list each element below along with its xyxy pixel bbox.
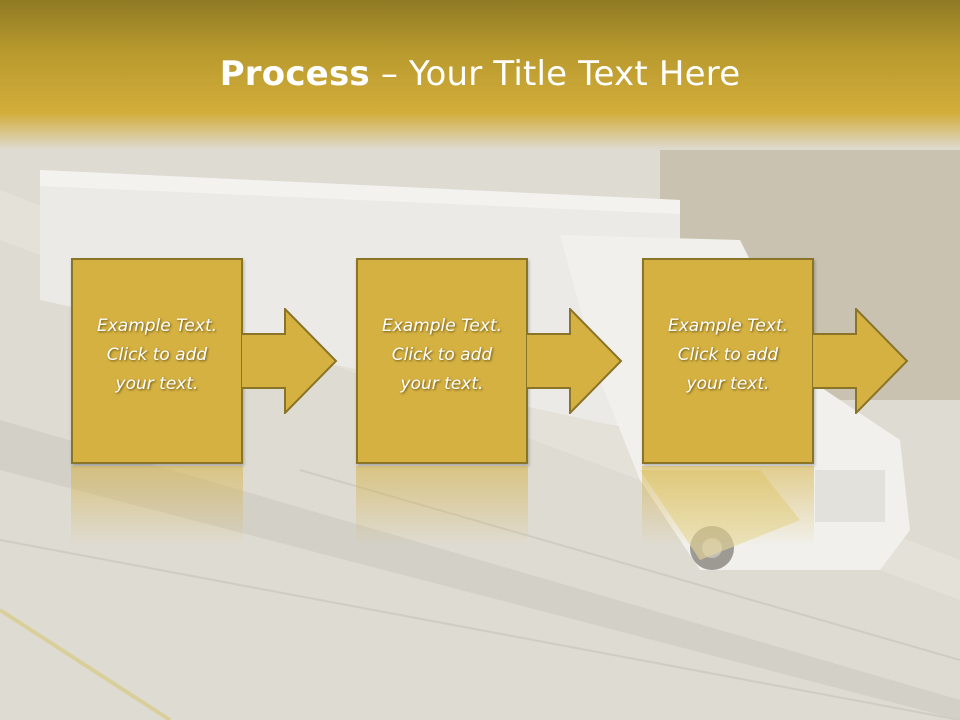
step-3-reflection: [642, 466, 814, 546]
title-band: [0, 0, 960, 150]
step-2-line-2: Click to add: [391, 345, 493, 365]
step-2-box[interactable]: Example Text. Click to add your text.: [356, 258, 528, 464]
step-3-box[interactable]: Example Text. Click to add your text.: [642, 258, 814, 464]
step-2-line-3: your text.: [400, 374, 484, 394]
process-step-3: Example Text. Click to add your text.: [642, 258, 960, 558]
step-2-reflection: [356, 466, 528, 546]
step-1-reflection: [71, 466, 243, 546]
step-1-arrow-icon: [241, 308, 338, 414]
process-step-1: Example Text. Click to add your text.: [71, 258, 411, 558]
step-3-line-1: Example Text.: [667, 316, 789, 336]
step-3-line-3: your text.: [686, 374, 770, 394]
step-1-text: Example Text. Click to add your text.: [73, 312, 241, 399]
title-rest-part: – Your Title Text Here: [369, 54, 741, 94]
process-step-2: Example Text. Click to add your text.: [356, 258, 696, 558]
slide-title[interactable]: Process – Your Title Text Here: [0, 52, 960, 96]
step-2-arrow-icon: [526, 308, 623, 414]
title-bold-part: Process: [219, 54, 370, 94]
step-2-line-1: Example Text.: [381, 316, 503, 336]
step-1-line-1: Example Text.: [96, 316, 218, 336]
step-1-line-3: your text.: [115, 374, 199, 394]
step-3-text: Example Text. Click to add your text.: [644, 312, 812, 399]
step-1-box[interactable]: Example Text. Click to add your text.: [71, 258, 243, 464]
step-3-line-2: Click to add: [677, 345, 779, 365]
step-2-text: Example Text. Click to add your text.: [358, 312, 526, 399]
step-3-arrow-icon: [812, 308, 909, 414]
step-1-line-2: Click to add: [106, 345, 208, 365]
